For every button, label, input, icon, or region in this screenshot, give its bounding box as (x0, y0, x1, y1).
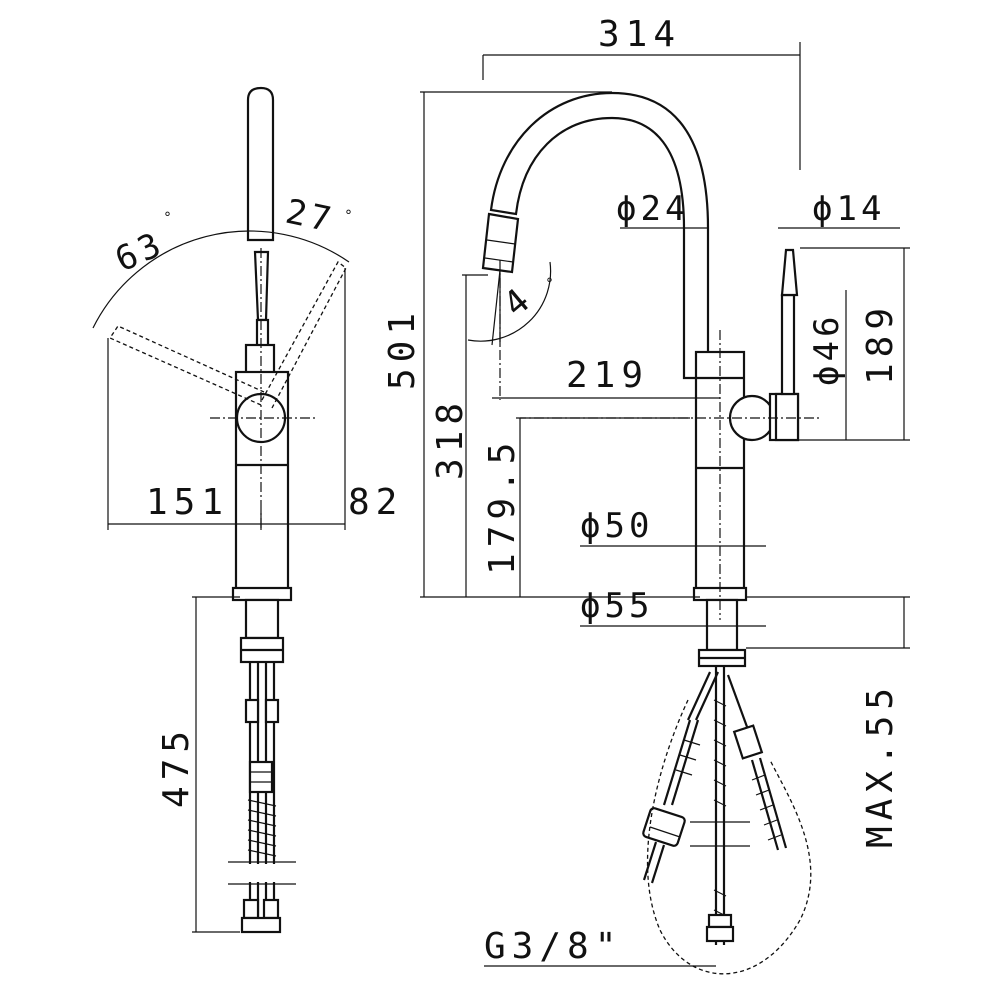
front-hoses (642, 666, 788, 945)
label-spout-outlet-height: 318 (430, 397, 471, 480)
side-handle-front-position (261, 261, 347, 409)
label-hose-length: 475 (156, 725, 197, 808)
side-hoses (240, 662, 282, 934)
angle-arc (92, 230, 350, 329)
label-base-diameter: ϕ55 (580, 586, 653, 626)
label-handle-diameter: ϕ14 (812, 189, 885, 229)
front-view (420, 42, 910, 975)
side-stem-collar (244, 343, 276, 377)
front-shank (705, 598, 739, 652)
label-spout-reach: 219 (566, 355, 649, 396)
dimension-labels: 314 ϕ24 ϕ14 501 189 ϕ46 219 318 179.5 ϕ5… (109, 14, 901, 967)
label-angle-front: 27 (282, 192, 338, 241)
degree-mark-front: ° (345, 208, 352, 224)
shower-hose (662, 719, 692, 806)
label-handle-top-height: 189 (860, 302, 901, 385)
front-handle-lever (780, 248, 799, 297)
front-spout (489, 91, 710, 380)
label-aerator-tilt: 4 (496, 279, 540, 325)
label-angle-back: 63 (109, 224, 170, 280)
label-overall-width: 314 (598, 14, 681, 55)
label-handle-axis-height: 179.5 (482, 437, 523, 575)
label-body-diameter: ϕ50 (580, 506, 653, 546)
label-spout-diameter: ϕ24 (616, 189, 689, 229)
degree-mark-back: ° (164, 210, 171, 226)
front-handle-stem (780, 293, 796, 396)
label-right-reach: 82 (348, 482, 403, 523)
side-view (92, 86, 350, 934)
side-base (231, 586, 293, 602)
side-spout (246, 86, 275, 242)
front-aerator (481, 212, 520, 274)
degree-mark-tilt: ° (546, 276, 553, 292)
hose-swing-path (646, 699, 812, 975)
label-handle-hub-diameter: ϕ46 (807, 313, 847, 386)
hose-weight (642, 807, 686, 847)
label-total-height: 501 (382, 307, 423, 390)
label-left-reach: 151 (146, 482, 229, 523)
aerator-tilt-arc (467, 261, 552, 342)
label-connection-thread: G3/8" (484, 926, 622, 967)
side-shank (244, 598, 280, 640)
side-handle-back-position (109, 325, 265, 406)
label-max-deck-thickness: MAX.55 (860, 682, 901, 848)
